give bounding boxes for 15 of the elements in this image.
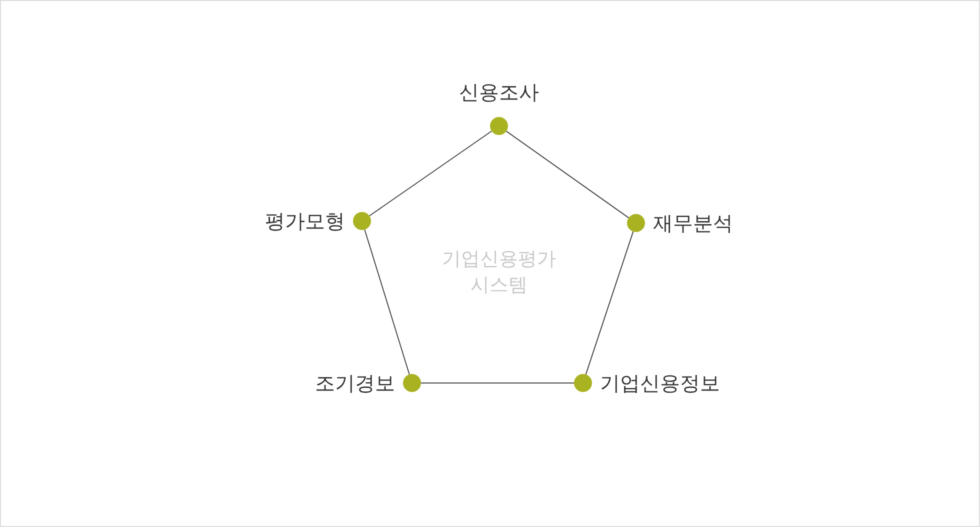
connector-line — [368, 130, 492, 216]
connector-line — [364, 229, 410, 375]
connector-line — [506, 130, 630, 218]
dot-marker — [574, 374, 592, 392]
connector-line — [420, 382, 574, 384]
dot-marker — [353, 212, 371, 230]
connector-line — [585, 231, 634, 375]
node-label: 평가모형 — [265, 209, 345, 233]
node-label: 기업신용정보 — [600, 371, 720, 395]
node-label: 신용조사 — [459, 80, 539, 104]
node-label: 재무분석 — [653, 211, 733, 235]
dot-marker — [490, 117, 508, 135]
dot-marker — [627, 214, 645, 232]
dot-marker — [403, 374, 421, 392]
node-label: 조기경보 — [315, 371, 395, 395]
